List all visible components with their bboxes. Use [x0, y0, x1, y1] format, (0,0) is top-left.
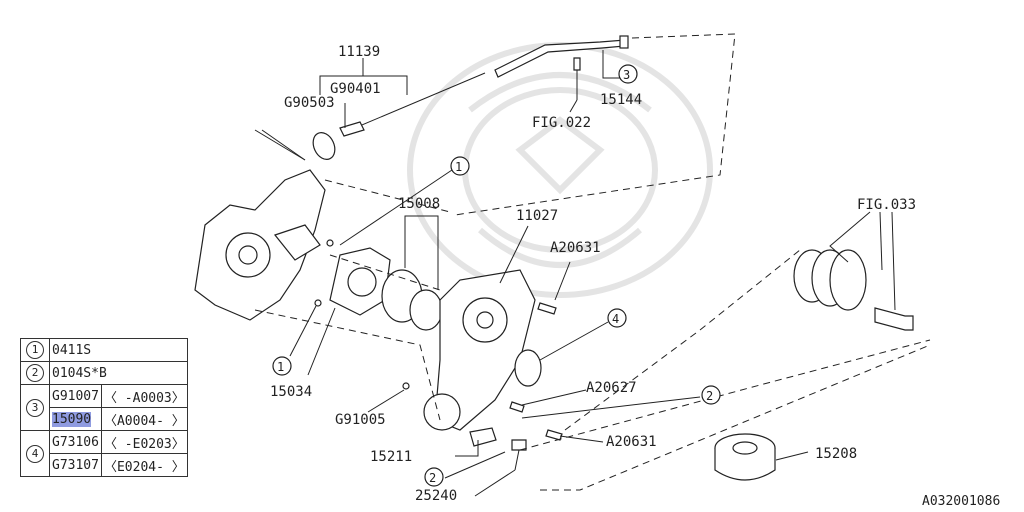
- legend-row: 3 G91007 〈 -A0003〉: [20, 384, 188, 431]
- bolts: [314, 239, 563, 441]
- legend-part-selected[interactable]: 15090: [49, 407, 102, 431]
- callout-2-bottom[interactable]: 2: [424, 467, 444, 487]
- legend-row: 1 0411S: [20, 338, 188, 362]
- diagram-code: A032001086: [922, 494, 1000, 509]
- legend-number: 3: [20, 384, 50, 431]
- legend-range: 〈E0204- 〉: [100, 453, 188, 477]
- label-g90401[interactable]: G90401: [330, 81, 381, 97]
- legend-part[interactable]: G73106: [49, 430, 102, 454]
- label-fig022[interactable]: FIG.022: [532, 115, 591, 131]
- legend-range: 〈A0004- 〉: [100, 407, 188, 431]
- svg-text:2: 2: [429, 471, 436, 485]
- oil-pump-parts: [329, 247, 542, 471]
- legend-part[interactable]: G91007: [49, 384, 102, 408]
- legend-range: 〈 -E0203〉: [100, 430, 188, 454]
- label-15144[interactable]: 15144: [600, 92, 642, 108]
- label-a20631-bottom[interactable]: A20631: [606, 434, 657, 450]
- leader-lines: [261, 50, 896, 497]
- label-15211[interactable]: 15211: [370, 449, 412, 465]
- callout-4[interactable]: 4: [607, 308, 627, 328]
- engine-front-block: [194, 129, 326, 321]
- oil-filter: [714, 433, 776, 481]
- svg-text:2: 2: [706, 389, 713, 403]
- label-a20631-top[interactable]: A20631: [550, 240, 601, 256]
- callout-2-right[interactable]: 2: [701, 385, 721, 405]
- label-fig033[interactable]: FIG.033: [857, 197, 916, 213]
- label-a20627[interactable]: A20627: [586, 380, 637, 396]
- legend-part[interactable]: 0104S*B: [49, 361, 188, 385]
- legend-number: 1: [20, 338, 50, 362]
- label-11027[interactable]: 11027: [516, 208, 558, 224]
- legend-part[interactable]: 0411S: [49, 338, 188, 362]
- label-15034[interactable]: 15034: [270, 384, 312, 400]
- oil-cooler: [793, 249, 914, 331]
- svg-text:1: 1: [277, 360, 284, 374]
- callout-1-top[interactable]: 1: [450, 156, 470, 176]
- callout-legend-table: 1 0411S 2 0104S*B 3 G91007 〈 -A0003〉 150…: [20, 338, 188, 477]
- svg-text:1: 1: [455, 160, 462, 174]
- callouts: 1 1 3 4 2 2: [272, 64, 721, 487]
- label-11139[interactable]: 11139: [338, 44, 380, 60]
- legend-row: 2 0104S*B: [20, 361, 188, 385]
- label-g90503[interactable]: G90503: [284, 95, 335, 111]
- callout-1-left[interactable]: 1: [272, 356, 292, 376]
- dipstick-assembly: [312, 35, 629, 160]
- legend-number: 4: [20, 430, 50, 477]
- legend-row: 15090 〈A0004- 〉: [21, 407, 188, 431]
- part-labels: 11139 G90401 G90503 FIG.022 15144 15008 …: [270, 44, 916, 504]
- legend-row: G73107 〈E0204- 〉: [21, 453, 188, 477]
- callout-3[interactable]: 3: [618, 64, 638, 84]
- legend-number: 2: [20, 361, 50, 385]
- label-15008[interactable]: 15008: [398, 196, 440, 212]
- label-15208[interactable]: 15208: [815, 446, 857, 462]
- legend-part[interactable]: G73107: [49, 453, 102, 477]
- reference-lines: [254, 33, 931, 491]
- svg-text:3: 3: [623, 68, 630, 82]
- label-25240[interactable]: 25240: [415, 488, 457, 504]
- label-g91005[interactable]: G91005: [335, 412, 386, 428]
- svg-text:4: 4: [612, 312, 619, 326]
- legend-row: 4 G73106 〈 -E0203〉: [20, 430, 188, 477]
- legend-range: 〈 -A0003〉: [100, 384, 188, 408]
